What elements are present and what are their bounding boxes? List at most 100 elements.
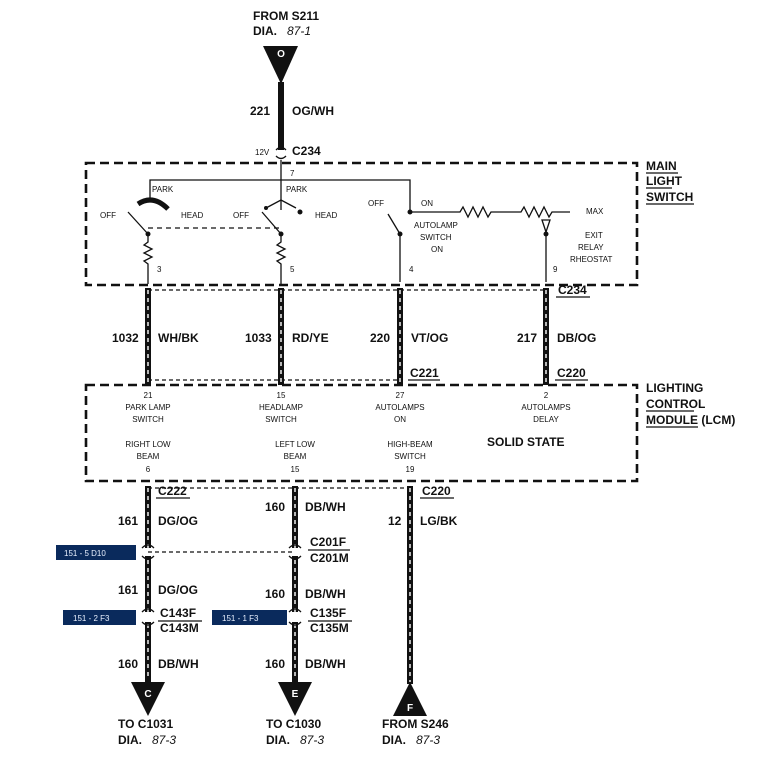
- auto-on-label: ON: [421, 199, 433, 208]
- rheo-text-1: EXIT: [585, 231, 603, 240]
- page-ref-tag[interactable]: 151 - 2 F3: [63, 610, 136, 625]
- tag-text-2: 151 - 2 F3: [73, 614, 110, 623]
- switch-title-1: MAIN: [646, 159, 677, 173]
- left-w2-color: DG/OG: [158, 583, 198, 597]
- park-label-1: PARK: [152, 185, 174, 194]
- connector-c143m: C143M: [160, 621, 199, 635]
- tag-box-2: [63, 610, 136, 625]
- lcm-in-auto-1: AUTOLAMPS: [375, 403, 424, 412]
- wire-221-circuit: 221: [250, 104, 270, 118]
- right-dia-label: DIA.: [382, 733, 406, 747]
- lcm-out-right-1: RIGHT LOW: [125, 440, 171, 449]
- left-w1-circuit: 161: [118, 514, 138, 528]
- top-dia-ref: 87-1: [287, 24, 311, 38]
- lcm-out-pin-19: 19: [406, 465, 415, 474]
- lcm-in-pin-21: 21: [144, 391, 153, 400]
- connector-symbol-c234: [275, 146, 287, 160]
- park-head-label: HEAD: [181, 211, 203, 220]
- connector-c221: C221: [410, 366, 439, 380]
- connector-c220-bottom: C220: [422, 484, 451, 498]
- middle-arrow-marker: [278, 682, 312, 716]
- middle-marker-letter: E: [292, 689, 299, 700]
- switch-title-3: SWITCH: [646, 190, 693, 204]
- lcm-in-park-2: SWITCH: [132, 415, 164, 424]
- left-to-label: TO C1031: [118, 717, 173, 731]
- head-head-label: HEAD: [315, 211, 337, 220]
- wire-217-circuit: 217: [517, 331, 537, 345]
- tag-text-3: 151 - 1 F3: [222, 614, 259, 623]
- top-dia-label: DIA.: [253, 24, 277, 38]
- tag-text-1: 151 - 5 D10: [64, 549, 106, 558]
- tag-box-1: [56, 545, 136, 560]
- mid-w3-color: DB/WH: [305, 657, 346, 671]
- wire-221-color: OG/WH: [292, 104, 334, 118]
- head-contact-head: [297, 209, 303, 215]
- right-from-label: FROM S246: [382, 717, 449, 731]
- voltage-label: 12V: [255, 148, 270, 157]
- middle-c201-connector-symbol: [288, 544, 302, 560]
- connector-c201f: C201F: [310, 535, 346, 549]
- left-w1-color: DG/OG: [158, 514, 198, 528]
- left-w3-circuit: 160: [118, 657, 138, 671]
- auto-text-1: AUTOLAMP: [414, 221, 458, 230]
- lcm-in-pin-2: 2: [544, 391, 549, 400]
- head-resistor-5: [275, 234, 287, 284]
- mid-w2-color: DB/WH: [305, 587, 346, 601]
- head-off-label: OFF: [233, 211, 249, 220]
- solid-state-label: SOLID STATE: [487, 435, 565, 449]
- connector-c220-top: C220: [557, 366, 586, 380]
- lcm-in-auto-2: ON: [394, 415, 406, 424]
- wire-220-circuit: 220: [370, 331, 390, 345]
- connector-c135f: C135F: [310, 606, 346, 620]
- pin-4: 4: [409, 265, 414, 274]
- right-w1-circuit: 12: [388, 514, 402, 528]
- lcm-in-delay-2: DELAY: [533, 415, 559, 424]
- connector-c201m: C201M: [310, 551, 349, 565]
- auto-switch-arm: [387, 213, 401, 235]
- rheo-max-label: MAX: [586, 207, 604, 216]
- page-ref-tag[interactable]: 151 - 5 D10: [56, 545, 136, 560]
- wire-1033-circuit: 1033: [245, 331, 272, 345]
- top-marker-letter: O: [277, 49, 285, 60]
- head-park-label: PARK: [286, 185, 308, 194]
- tag-box-3: [212, 610, 287, 625]
- rheo-text-3: RHEOSTAT: [570, 255, 612, 264]
- lcm-box: [84, 383, 639, 483]
- right-dia-ref: 87-3: [416, 733, 440, 747]
- wire-220-color: VT/OG: [411, 331, 448, 345]
- mid-w1-circuit: 160: [265, 500, 285, 514]
- mid-w1-color: DB/WH: [305, 500, 346, 514]
- right-arrow-marker: [393, 682, 427, 716]
- lcm-title-2: CONTROL: [646, 397, 705, 411]
- auto-off-label: OFF: [368, 199, 384, 208]
- connector-c143f: C143F: [160, 606, 196, 620]
- mid-w2-circuit: 160: [265, 587, 285, 601]
- wire-1033-color: RD/YE: [292, 331, 329, 345]
- left-dia-ref: 87-3: [152, 733, 176, 747]
- left-marker-letter: C: [144, 689, 151, 700]
- lcm-out-pin-6: 6: [146, 465, 151, 474]
- left-c201-connector-symbol: [141, 544, 155, 560]
- left-c143-connector-symbol: [141, 608, 155, 626]
- lcm-out-left-2: BEAM: [284, 452, 307, 461]
- park-resistor-3: [142, 234, 154, 284]
- lcm-title-1: LIGHTING: [646, 381, 703, 395]
- pin-9: 9: [553, 265, 558, 274]
- lcm-in-park-1: PARK LAMP: [125, 403, 170, 412]
- lcm-in-delay-1: AUTOLAMPS: [521, 403, 570, 412]
- rheostat-resistors: [410, 205, 570, 219]
- connector-c222: C222: [158, 484, 187, 498]
- page-ref-tag[interactable]: 151 - 1 F3: [212, 610, 287, 625]
- auto-text-3: ON: [431, 245, 443, 254]
- middle-to-label: TO C1030: [266, 717, 321, 731]
- lcm-in-head-2: SWITCH: [265, 415, 297, 424]
- pin-5: 5: [290, 265, 295, 274]
- wire-1032-circuit: 1032: [112, 331, 139, 345]
- head-switch-contacts: [265, 199, 297, 209]
- auto-text-2: SWITCH: [420, 233, 452, 242]
- lcm-out-left-1: LEFT LOW: [275, 440, 315, 449]
- switch-feed-bus: [149, 179, 411, 212]
- lcm-in-pin-27: 27: [396, 391, 405, 400]
- left-dia-label: DIA.: [118, 733, 142, 747]
- rheostat-wiper-arrow: [541, 219, 551, 235]
